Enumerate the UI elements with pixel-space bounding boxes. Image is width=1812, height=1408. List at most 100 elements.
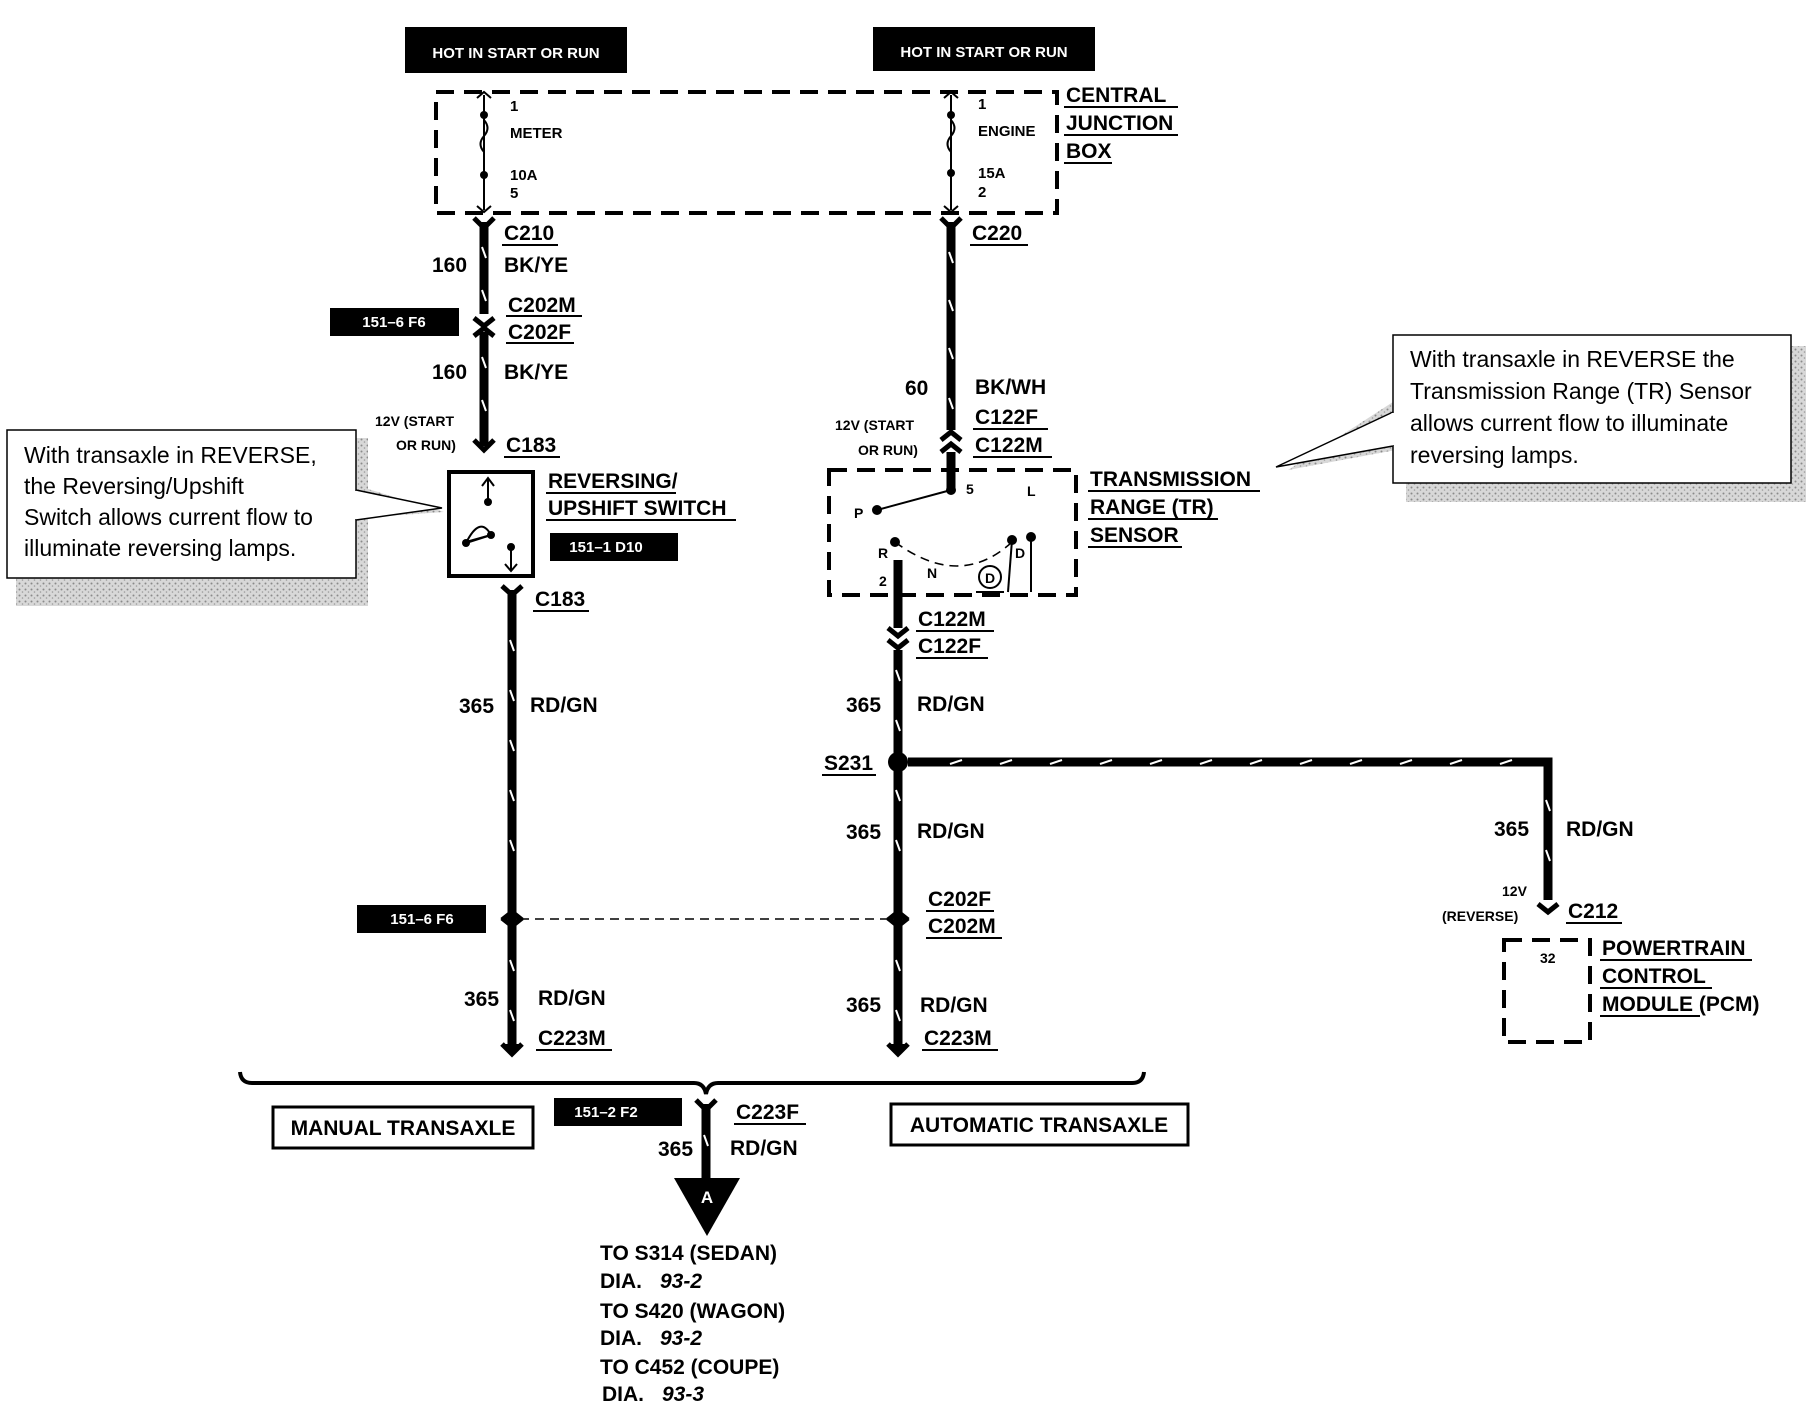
- note-right-line-3: allows current flow to illuminate: [1410, 410, 1728, 436]
- right-volt-2: OR RUN): [858, 442, 918, 458]
- note-left-callout: [6, 429, 444, 606]
- connector-c122-top: [939, 428, 963, 454]
- c212-connector: [1536, 902, 1560, 916]
- right-c122m-bottom: C122M: [918, 608, 986, 631]
- automatic-transaxle-box: [889, 1102, 1190, 1147]
- pcm-volt-1: 12V: [1502, 883, 1528, 899]
- wire-365-to-pcm: [908, 757, 1553, 900]
- c220-label: C220: [972, 222, 1022, 245]
- note-right-line-1: With transaxle in REVERSE the: [1410, 346, 1735, 372]
- dest-3-to: TO C452 (COUPE): [600, 1356, 779, 1379]
- fuse-engine: [943, 90, 959, 214]
- switch-contacts-icon: [462, 476, 518, 573]
- arrow-label: A: [701, 1188, 713, 1207]
- left-volt-1: 12V (START: [375, 413, 455, 429]
- tr-title-1: TRANSMISSION: [1090, 468, 1251, 491]
- tr-pin-d: D: [1015, 545, 1025, 561]
- c223m-right-arrow: [886, 1042, 910, 1058]
- pcm-wire-num: 365: [1494, 818, 1529, 841]
- right-wire4-num: 365: [846, 994, 881, 1017]
- dest-2-dia: DIA.: [600, 1327, 642, 1350]
- connector-c202-left: [472, 316, 496, 338]
- left-c183-top: C183: [506, 434, 556, 457]
- left-wire4-num: 365: [464, 988, 499, 1011]
- hot-label-right: HOT IN START OR RUN: [900, 44, 1067, 61]
- fuse-meter-bottom-pin: 5: [510, 185, 518, 202]
- hot-label-left: HOT IN START OR RUN: [432, 45, 599, 62]
- note-right-line-2: Transmission Range (TR) Sensor: [1410, 378, 1752, 404]
- fuse-engine-bottom-pin: 2: [978, 184, 986, 201]
- dest-1-to: TO S314 (SEDAN): [600, 1242, 777, 1265]
- left-wire4-color: RD/GN: [538, 987, 606, 1010]
- central-junction-box: [434, 90, 1059, 215]
- tr-pin-l: L: [1027, 483, 1036, 499]
- right-wire3-num: 365: [846, 821, 881, 844]
- manual-transaxle-box: [271, 1105, 535, 1150]
- pcm-box: [1502, 938, 1592, 1044]
- right-wire4-color: RD/GN: [920, 994, 988, 1017]
- left-wire1-color: BK/YE: [504, 254, 568, 277]
- fuse-meter-rating: 10A: [510, 167, 538, 184]
- left-ref-2: 151–6 F6: [390, 911, 453, 928]
- note-left-line-1: With transaxle in REVERSE,: [24, 442, 317, 468]
- left-wire3-color: RD/GN: [530, 694, 598, 717]
- tr-pin-2: 2: [879, 573, 887, 589]
- connector-c202-lower-left: [500, 908, 524, 930]
- page-reference-arrow-icon: [674, 1178, 740, 1236]
- manual-transaxle-label: MANUAL TRANSAXLE: [291, 1117, 516, 1140]
- tr-pin-n: N: [927, 565, 937, 581]
- note-left-line-4: illuminate reversing lamps.: [24, 535, 296, 561]
- right-wire3-color: RD/GN: [917, 820, 985, 843]
- left-c202f-label: C202F: [508, 321, 571, 344]
- pcm-title-2: CONTROL: [1602, 965, 1706, 988]
- tr-sensor-selector-icon: [872, 485, 1036, 595]
- cjb-title-2: JUNCTION: [1066, 112, 1173, 135]
- note-left-line-2: the Reversing/Upshift: [24, 473, 244, 499]
- hot-label-left-box: [405, 27, 627, 73]
- hot-label-right-box: [873, 27, 1095, 71]
- right-c122f-top: C122F: [975, 406, 1038, 429]
- left-volt-2: OR RUN): [396, 437, 456, 453]
- switch-title-1: REVERSING/: [548, 470, 678, 493]
- c223m-left-arrow: [500, 1042, 524, 1058]
- right-c122f-bottom: C122F: [918, 635, 981, 658]
- note-left-line-3: Switch allows current flow to: [24, 504, 313, 530]
- connector-c202-lower-right: [886, 908, 910, 930]
- fuse-engine-rating: 15A: [978, 165, 1006, 182]
- note-right-line-4: reversing lamps.: [1410, 442, 1579, 468]
- bottom-wire-color: RD/GN: [730, 1137, 798, 1160]
- right-c223m: C223M: [924, 1027, 992, 1050]
- tr-pin-d-circle: D: [985, 570, 995, 586]
- tr-title-2: RANGE (TR): [1090, 496, 1214, 519]
- fuse-meter-name: METER: [510, 125, 563, 142]
- left-wire1-num: 160: [432, 254, 467, 277]
- fuse-engine-top-pin: 1: [978, 96, 986, 113]
- fuse-engine-name: ENGINE: [978, 123, 1036, 140]
- connector-c122-bottom: [886, 626, 910, 652]
- splice-s231: [888, 752, 908, 772]
- right-c202m: C202M: [928, 915, 996, 938]
- splice-label: S231: [824, 752, 873, 775]
- bottom-connector: C223F: [736, 1101, 799, 1124]
- dest-3-page: 93-3: [662, 1383, 704, 1406]
- note-right-callout: [1275, 334, 1806, 502]
- fuse-meter-top-pin: 1: [510, 98, 518, 115]
- right-c122m-top: C122M: [975, 434, 1043, 457]
- right-wire1-num: 60: [905, 377, 928, 400]
- tr-pin-p: P: [854, 505, 863, 521]
- dest-1-dia: DIA.: [600, 1270, 642, 1293]
- left-c202m-label: C202M: [508, 294, 576, 317]
- dest-3-dia: DIA.: [602, 1383, 644, 1406]
- transaxle-brace: [238, 1071, 1146, 1095]
- left-wire2-color: BK/YE: [504, 361, 568, 384]
- bottom-wire-num: 365: [658, 1138, 693, 1161]
- right-c202f: C202F: [928, 888, 991, 911]
- tr-sensor-box: [827, 468, 1078, 597]
- left-ref-1: 151–6 F6: [362, 314, 425, 331]
- tr-pin-5: 5: [966, 481, 974, 497]
- right-wire2-num: 365: [846, 694, 881, 717]
- pcm-wire-color: RD/GN: [1566, 818, 1634, 841]
- reversing-upshift-switch: [447, 470, 535, 578]
- dest-2-to: TO S420 (WAGON): [600, 1300, 785, 1323]
